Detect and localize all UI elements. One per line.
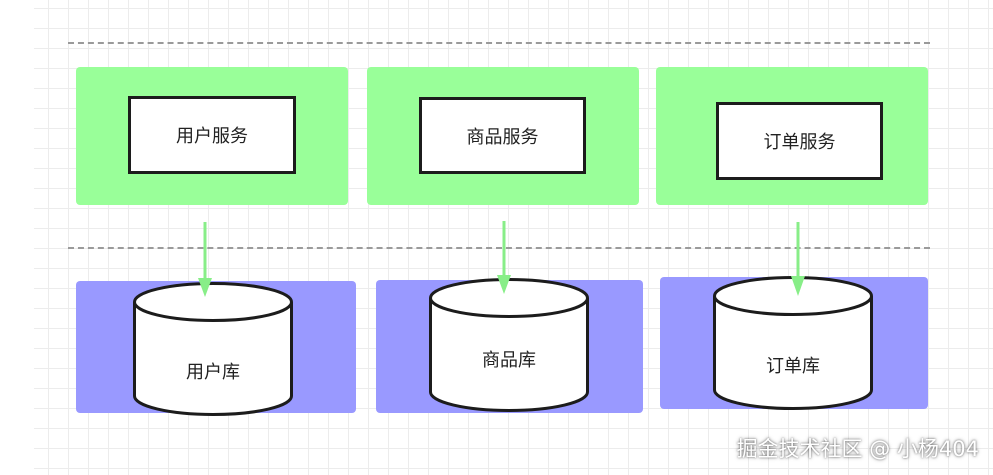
order-database[interactable]: 订单库 xyxy=(713,276,873,410)
product-service-box[interactable]: 商品服务 xyxy=(419,97,586,174)
left-margin xyxy=(0,0,34,475)
top-dashed-divider xyxy=(68,42,930,44)
user-database-cylinder xyxy=(133,282,293,416)
order-service-box[interactable]: 订单服务 xyxy=(716,102,883,180)
user-database-label: 用户库 xyxy=(186,362,240,383)
watermark: 掘金技术社区 @ 小杨404 xyxy=(736,437,979,461)
order-database-label: 订单库 xyxy=(766,356,820,377)
product-database-label: 商品库 xyxy=(482,350,536,371)
user-service-box[interactable]: 用户服务 xyxy=(128,96,296,174)
user-database[interactable]: 用户库 xyxy=(133,282,293,416)
user-service-label: 用户服务 xyxy=(176,126,248,147)
order-database-cylinder xyxy=(713,276,873,410)
order-service-label: 订单服务 xyxy=(763,132,836,153)
product-database[interactable]: 商品库 xyxy=(429,278,589,412)
product-service-label: 商品服务 xyxy=(466,126,539,148)
middle-dashed-divider xyxy=(68,247,930,249)
order-arrow-icon xyxy=(791,222,805,296)
product-database-cylinder xyxy=(429,278,589,412)
user-arrow-icon xyxy=(198,222,212,297)
product-arrow-icon xyxy=(497,221,511,294)
